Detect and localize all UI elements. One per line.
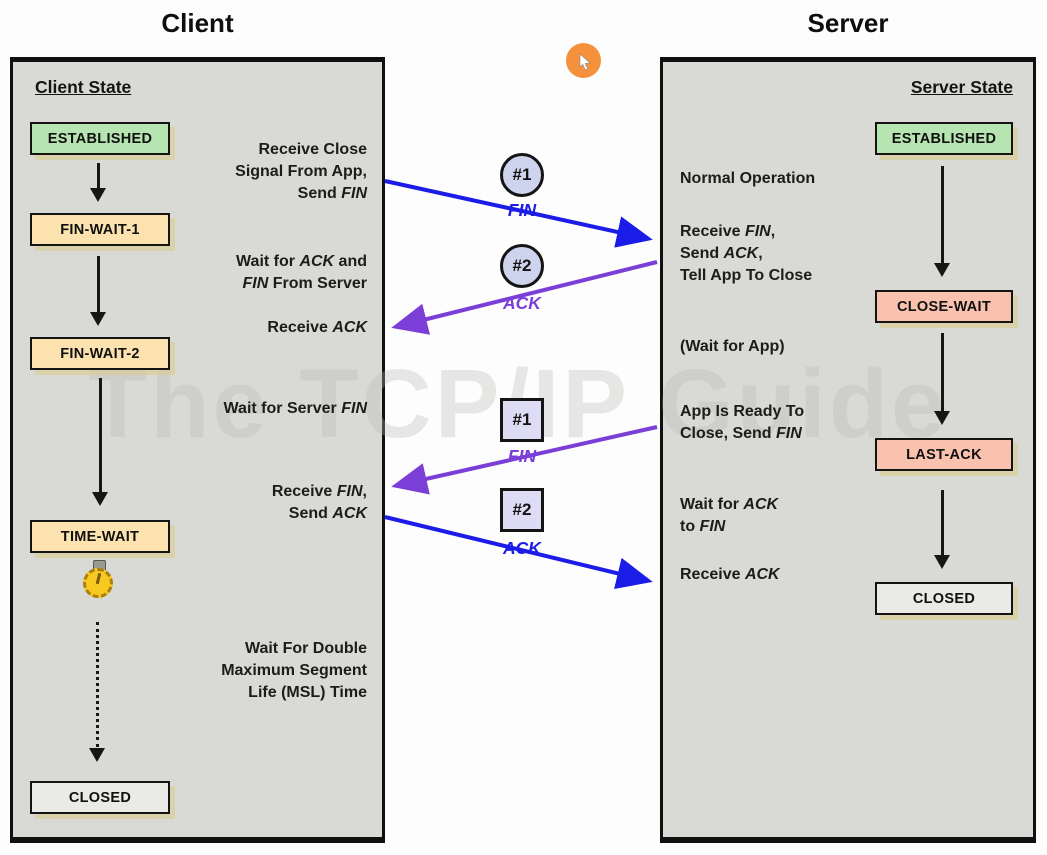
client-flow-arrowhead-3	[92, 492, 108, 506]
server-flow-line-3	[941, 490, 944, 562]
server-flow-arrowhead-1	[934, 263, 950, 277]
ack-label-bottom: ACK	[503, 538, 541, 558]
client-flow-line-3	[99, 378, 102, 498]
client-state-established: ESTABLISHED	[30, 122, 170, 155]
client-flow-arrowhead-2	[90, 312, 106, 326]
server-flow-line-2	[941, 333, 944, 417]
client-note-wait-server-fin: Wait for Server FIN	[223, 400, 367, 417]
message-badge-2-bottom: #2	[500, 488, 544, 532]
client-state-heading: Client State	[35, 77, 132, 97]
client-state-closed: CLOSED	[30, 781, 170, 814]
mouse-pointer-icon	[579, 54, 591, 71]
message-badge-1-bottom: #1	[500, 398, 544, 442]
client-timer-dotted-line	[96, 622, 99, 747]
server-state-last-ack: LAST-ACK	[875, 438, 1013, 471]
client-state-time-wait: TIME-WAIT	[30, 520, 170, 553]
message-badge-2-top: #2	[500, 244, 544, 288]
client-state-fin-wait-2: FIN-WAIT-2	[30, 337, 170, 370]
server-state-close-wait: CLOSE-WAIT	[875, 290, 1013, 323]
server-flow-arrowhead-2	[934, 411, 950, 425]
server-flow-arrowhead-3	[934, 555, 950, 569]
client-note-receive-ack: Receive ACK	[267, 319, 367, 336]
server-title: Server	[807, 8, 889, 38]
stopwatch-icon	[81, 560, 117, 606]
client-panel	[10, 57, 385, 843]
message-badge-1-top: #1	[500, 153, 544, 197]
client-flow-line-1	[97, 163, 100, 193]
server-note-receive-fin: Receive FIN,Send ACK,Tell App To Close	[680, 223, 813, 284]
server-state-heading: Server State	[910, 77, 1013, 97]
client-timer-arrowhead	[89, 748, 105, 762]
server-state-closed: CLOSED	[875, 582, 1013, 615]
fin-label-bottom: FIN	[507, 446, 537, 466]
fin-label-top: FIN	[507, 200, 537, 220]
client-title: Client	[161, 8, 234, 38]
server-note-receive-ack: Receive ACK	[680, 566, 780, 583]
client-flow-arrowhead-1	[90, 188, 106, 202]
client-state-fin-wait-1: FIN-WAIT-1	[30, 213, 170, 246]
cursor-indicator-icon	[566, 43, 601, 78]
server-flow-line-1	[941, 166, 944, 268]
client-note-receive-fin: Receive FIN,Send ACK	[271, 483, 367, 522]
client-flow-line-2	[97, 256, 100, 318]
server-state-established: ESTABLISHED	[875, 122, 1013, 155]
ack-label-top: ACK	[503, 293, 541, 313]
server-note-normal-operation: Normal Operation	[680, 170, 816, 187]
server-note-wait-for-app: (Wait for App)	[680, 338, 785, 355]
